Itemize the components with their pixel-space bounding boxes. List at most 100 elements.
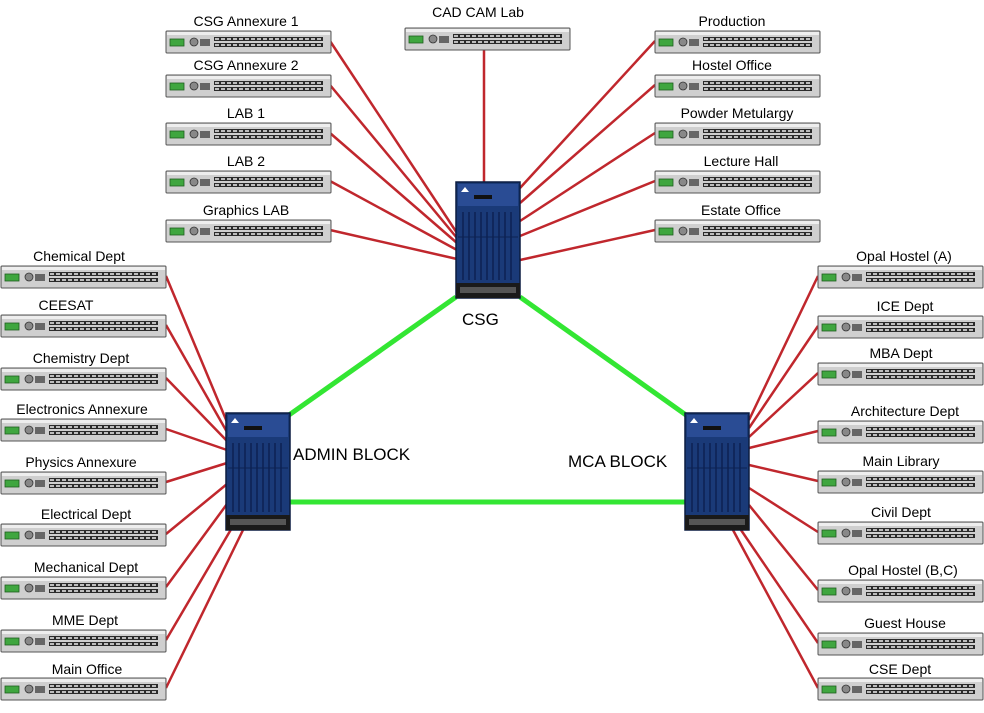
switch-graphics-lab[interactable]: Graphics LAB xyxy=(165,202,332,243)
port xyxy=(963,691,967,693)
port xyxy=(86,537,90,539)
switch-production[interactable]: Production xyxy=(654,13,821,54)
switch-guest-house[interactable]: Guest House xyxy=(817,615,984,656)
port xyxy=(116,537,120,539)
port xyxy=(806,130,810,132)
switch-mba-dept[interactable]: MBA Dept xyxy=(817,345,984,386)
port xyxy=(951,428,955,430)
switch-electrical-dept[interactable]: Electrical Dept xyxy=(0,506,167,547)
switch-ceesat[interactable]: CEESAT xyxy=(0,297,167,338)
status-led xyxy=(658,82,674,91)
switch-electronics-annexure[interactable]: Electronics Annexure xyxy=(0,401,167,442)
switch-hostel-office[interactable]: Hostel Office xyxy=(654,57,821,98)
port xyxy=(897,273,901,275)
port xyxy=(969,279,973,281)
port xyxy=(933,478,937,480)
port xyxy=(879,279,883,281)
switch-highlight xyxy=(2,267,165,270)
switch-opal-hostel-a[interactable]: Opal Hostel (A) xyxy=(817,248,984,289)
port xyxy=(722,88,726,90)
console-port xyxy=(852,371,862,378)
switch-powder-metulargy[interactable]: Powder Metulargy xyxy=(654,105,821,146)
switch-lab-1[interactable]: LAB 1 xyxy=(165,105,332,146)
port xyxy=(969,529,973,531)
port xyxy=(879,273,883,275)
switch-cad-cam-lab[interactable]: CAD CAM Lab xyxy=(404,4,571,51)
switch-mme-dept[interactable]: MME Dept xyxy=(0,612,167,653)
switch-body xyxy=(817,632,984,656)
hub-admin[interactable]: ADMIN BLOCK xyxy=(225,412,411,531)
port xyxy=(909,535,913,537)
port xyxy=(92,584,96,586)
port xyxy=(879,691,883,693)
switch-architecture-dept[interactable]: Architecture Dept xyxy=(817,403,984,444)
port xyxy=(460,35,464,37)
hub-csg[interactable]: CSG xyxy=(455,181,521,329)
port xyxy=(116,584,120,586)
port xyxy=(806,82,810,84)
port xyxy=(963,478,967,480)
port xyxy=(957,323,961,325)
port xyxy=(909,529,913,531)
switch-main-office[interactable]: Main Office xyxy=(0,661,167,701)
switch-csg-annexure-2[interactable]: CSG Annexure 2 xyxy=(165,57,332,98)
switch-cse-dept[interactable]: CSE Dept xyxy=(817,661,984,701)
switch-chemical-dept[interactable]: Chemical Dept xyxy=(0,248,167,289)
switch-ice-dept[interactable]: ICE Dept xyxy=(817,298,984,339)
switch-mechanical-dept[interactable]: Mechanical Dept xyxy=(0,559,167,600)
port xyxy=(122,381,126,383)
switch-label: Lecture Hall xyxy=(704,153,779,169)
port-row xyxy=(214,232,323,236)
port xyxy=(957,273,961,275)
port xyxy=(933,529,937,531)
port xyxy=(80,381,84,383)
port xyxy=(275,44,279,46)
port xyxy=(263,227,267,229)
port xyxy=(484,35,488,37)
port xyxy=(251,178,255,180)
switch-label: Estate Office xyxy=(701,202,781,218)
port xyxy=(281,178,285,180)
hub-mca[interactable]: MCA BLOCK xyxy=(568,412,750,531)
port xyxy=(752,44,756,46)
port xyxy=(122,537,126,539)
port xyxy=(128,643,132,645)
port xyxy=(788,130,792,132)
port xyxy=(311,178,315,180)
port xyxy=(933,329,937,331)
port xyxy=(62,273,66,275)
port-row xyxy=(214,81,323,85)
port xyxy=(873,640,877,642)
port xyxy=(710,88,714,90)
switch-lab-2[interactable]: LAB 2 xyxy=(165,153,332,194)
port xyxy=(879,593,883,595)
port xyxy=(152,685,156,687)
switch-opal-hostel-b-c[interactable]: Opal Hostel (B,C) xyxy=(817,562,984,603)
switch-civil-dept[interactable]: Civil Dept xyxy=(817,504,984,545)
port xyxy=(921,428,925,430)
switch-body xyxy=(654,219,821,243)
port xyxy=(969,478,973,480)
port xyxy=(927,323,931,325)
port xyxy=(263,38,267,40)
port xyxy=(794,136,798,138)
switch-chemistry-dept[interactable]: Chemistry Dept xyxy=(0,350,167,391)
switch-label: Main Library xyxy=(862,453,939,469)
port xyxy=(969,587,973,589)
port xyxy=(939,428,943,430)
switch-knob xyxy=(841,477,851,487)
port xyxy=(794,82,798,84)
switch-physics-annexure[interactable]: Physics Annexure xyxy=(0,454,167,495)
switch-main-library[interactable]: Main Library xyxy=(817,453,984,494)
port xyxy=(86,643,90,645)
switch-highlight xyxy=(2,631,165,634)
port xyxy=(526,35,530,37)
switch-estate-office[interactable]: Estate Office xyxy=(654,202,821,243)
switch-csg-annexure-1[interactable]: CSG Annexure 1 xyxy=(165,13,332,54)
port xyxy=(299,44,303,46)
port-row xyxy=(453,34,562,38)
switch-lecture-hall[interactable]: Lecture Hall xyxy=(654,153,821,194)
port xyxy=(963,434,967,436)
port xyxy=(969,685,973,687)
port xyxy=(281,233,285,235)
